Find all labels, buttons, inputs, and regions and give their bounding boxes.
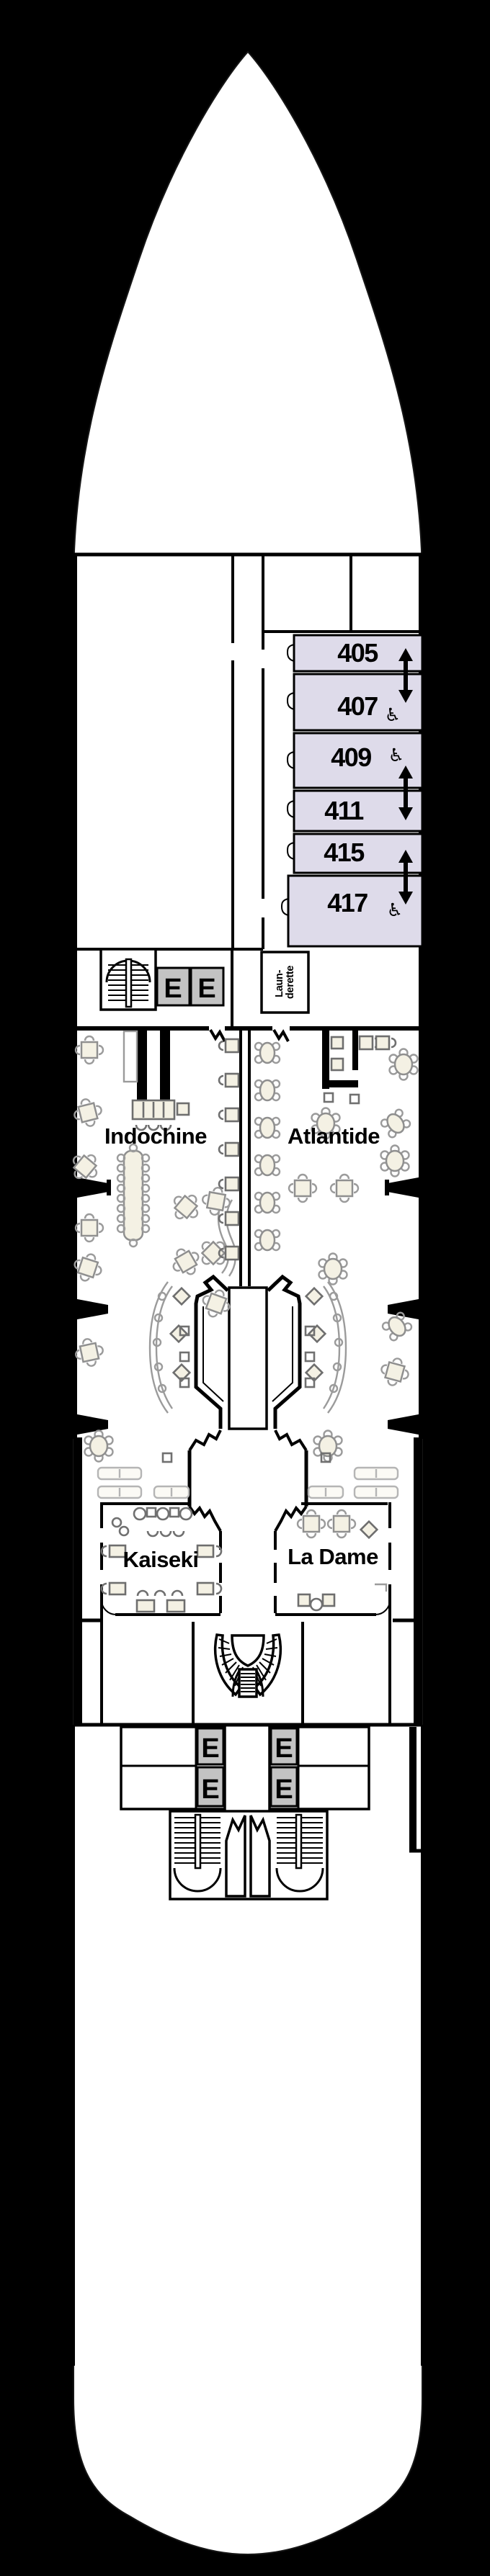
venue-label-kaiseki[interactable]: Kaiseki	[122, 1547, 199, 1572]
specialty-restaurants: Kaiseki La Dame	[97, 1466, 399, 1616]
banquette	[116, 1143, 151, 1248]
cabin-number: 405	[337, 638, 378, 668]
atrium-staircase-icon	[213, 1633, 282, 1698]
cabin-number: 415	[324, 838, 365, 867]
venue-label-indochine[interactable]: Indochine	[104, 1123, 208, 1149]
cabin-number: 411	[324, 796, 364, 825]
launderette-label: Laun- derette	[274, 966, 296, 999]
restaurant-atlantide: Atlantide	[254, 1028, 419, 1463]
venue-label-la-dame[interactable]: La Dame	[288, 1544, 378, 1569]
elevator	[190, 966, 225, 1007]
wheelchair-icon: ♿	[388, 745, 404, 766]
stairs-icon	[105, 958, 151, 1008]
restaurant-indochine: Indochine	[64, 1028, 240, 1463]
stairs-icon	[173, 1813, 222, 1893]
cabin-number: 407	[337, 691, 378, 721]
cabin-block: 405 407 409 411 415 417 ♿ ♿ ♿	[280, 634, 424, 948]
cabin-409[interactable]	[293, 732, 424, 789]
forward-lobby: E E Laun- derette	[99, 948, 310, 1014]
cabin-number: 417	[327, 888, 368, 917]
elevator-label: E	[197, 974, 215, 1004]
launderette-room	[260, 951, 310, 1014]
venue-label-atlantide[interactable]: Atlantide	[288, 1123, 380, 1149]
elevator-label: E	[201, 1774, 219, 1805]
cabin-number: 409	[331, 742, 371, 772]
wheelchair-icon: ♿	[385, 705, 401, 725]
wheelchair-icon: ♿	[387, 900, 403, 920]
cabin-door-notches	[280, 644, 295, 916]
stairs-icon	[275, 1813, 324, 1893]
elevator-label: E	[201, 1733, 219, 1764]
elevator	[270, 1727, 298, 1766]
deck-walls	[72, 552, 424, 2366]
aft-lobby: E E E E	[74, 1723, 422, 1900]
cabin-405[interactable]	[293, 634, 424, 673]
elevator	[196, 1727, 225, 1766]
elevator-label: E	[275, 1774, 293, 1805]
cabin-415[interactable]	[293, 833, 424, 874]
cabin-407[interactable]	[293, 673, 424, 732]
elevator	[270, 1766, 298, 1808]
elevator-label: E	[275, 1733, 293, 1764]
aft-stairs	[169, 1810, 329, 1900]
elevator	[156, 966, 191, 1007]
elevator	[196, 1766, 225, 1808]
elevator-label: E	[164, 974, 182, 1004]
cabin-417[interactable]	[287, 874, 424, 948]
aft-corridors	[74, 1615, 422, 1725]
